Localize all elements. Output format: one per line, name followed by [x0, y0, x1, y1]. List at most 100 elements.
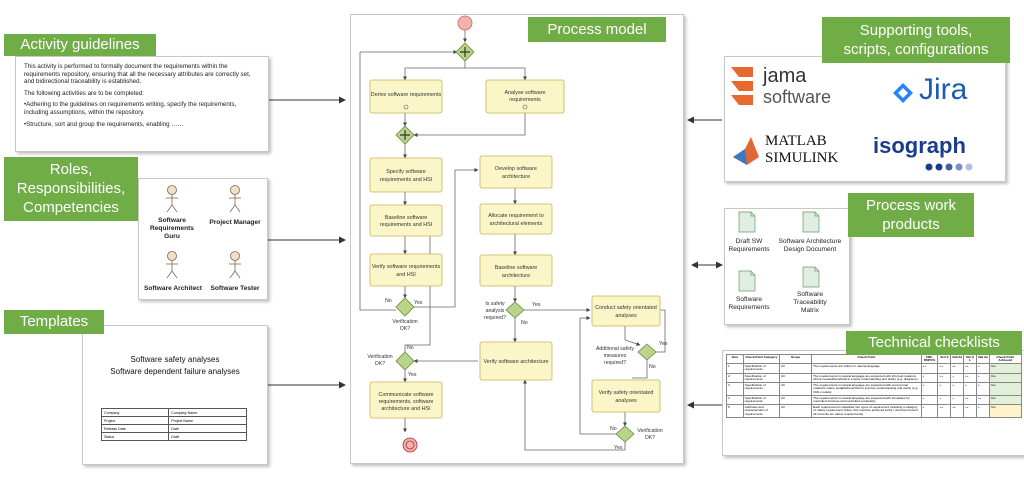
table-row: 2 Specification of requirements All The … — [726, 373, 1023, 384]
activity-verify-req — [369, 253, 443, 287]
roles-card: Software Requirements Guru Project Manag… — [138, 178, 268, 300]
supporting-tools-tag: Supporting tools, scripts, configuration… — [822, 17, 1010, 63]
table-cell: The requirements in natural language are… — [811, 373, 922, 384]
header-cell: Check Point Category — [742, 353, 781, 365]
flow-line — [413, 113, 526, 137]
table-cell: All — [779, 382, 813, 397]
table-cell: ++ — [963, 363, 977, 375]
activity-conduct-safety — [591, 295, 661, 327]
person-icon — [166, 185, 178, 213]
label-yes: Yes — [614, 445, 623, 451]
table-cell: ++ — [937, 373, 952, 384]
person-icon — [229, 185, 241, 213]
label-no: No — [385, 298, 392, 304]
table-cell: Yes — [988, 395, 1023, 406]
table-row: 5 Attributes and characteristics of requ… — [726, 404, 1023, 419]
work-products-tag: Process work products — [848, 193, 974, 237]
activity-develop-arch — [479, 155, 553, 189]
table-cell: + — [975, 363, 990, 375]
jama-wordmark-software: software — [763, 87, 832, 107]
table-cell: Yes — [988, 382, 1023, 397]
work-products-card: Draft SW Requirements Software Architect… — [724, 208, 850, 325]
activity-analyse — [485, 79, 565, 114]
decision-verification-2 — [395, 351, 415, 371]
roles-tag: Roles, Responsibilities, Competencies — [4, 157, 138, 221]
table-cell: + — [975, 404, 990, 419]
table-cell: All — [779, 373, 813, 384]
table-cell: + — [950, 373, 965, 384]
label-no: No — [610, 426, 617, 432]
fork-gateway — [455, 42, 475, 62]
table-cell: ++ — [963, 373, 977, 384]
activity-guidelines-tag: Activity guidelines — [4, 34, 156, 56]
table-cell: 4 — [726, 395, 744, 406]
work-product-label: Software Requirements — [728, 296, 770, 311]
decision-additional-measures — [637, 343, 657, 361]
label-yes: Yes — [659, 341, 668, 347]
header-cell: Check Point — [811, 353, 922, 365]
header-cell: Vali da — [950, 353, 965, 365]
label-yes: Yes — [414, 300, 423, 306]
isograph-wordmark: isograph — [873, 133, 966, 158]
table-cell: + — [920, 395, 939, 406]
join-gateway — [395, 125, 415, 145]
matlab-logo-icon — [733, 137, 759, 165]
activity-derive-label: Derive software requirements — [371, 92, 442, 98]
activity-communicate — [369, 381, 443, 419]
document-icon — [802, 266, 820, 288]
start-node — [457, 15, 473, 31]
flow-line — [624, 326, 641, 346]
activity-verify-arch-label: Verify software architecture — [483, 359, 548, 365]
label-yes: Yes — [408, 372, 417, 378]
role-label: Software Requirements Guru — [150, 217, 194, 240]
checklist-card: Item Check Point Category Scope Check Po… — [722, 350, 1024, 456]
jira-wordmark: Jira — [919, 73, 968, 106]
activity-baseline-arch — [479, 254, 553, 287]
table-cell: All — [779, 395, 813, 406]
simulink-wordmark: SIMULINK — [765, 150, 839, 166]
table-cell: Status — [100, 432, 170, 441]
label-yes: Yes — [532, 302, 541, 308]
label-no: No — [649, 364, 656, 370]
document-icon — [802, 211, 820, 233]
table-cell: + — [975, 382, 990, 397]
table-cell: The requirements in natural language are… — [811, 395, 922, 406]
guideline-paragraph-3: •Adhering to the guidelines on requireme… — [24, 101, 237, 116]
work-product-label: Software Traceability Matrix — [793, 291, 827, 314]
header-cell: Veri fi — [937, 353, 952, 365]
table-cell: + — [937, 395, 952, 406]
guideline-paragraph-1: This activity is performed to formally d… — [24, 63, 251, 86]
header-cell: Veri fi L — [963, 353, 977, 365]
table-cell: ++ — [950, 363, 965, 375]
flow-line — [403, 60, 466, 81]
table-cell: ++ — [975, 395, 990, 406]
table-cell: Specification of requirements — [742, 395, 781, 406]
person-icon — [229, 251, 241, 279]
header-cell: Item — [726, 353, 744, 365]
table-row: 3 Specification of requirements All The … — [726, 382, 1023, 397]
table-cell: + — [920, 373, 939, 384]
work-product-label: Software Architecture Design Document — [778, 238, 842, 253]
template-line-1: Software safety analyses — [130, 355, 220, 364]
jama-wordmark: jama — [763, 65, 807, 87]
activity-verify-arch — [479, 341, 553, 381]
table-cell: + — [975, 373, 990, 384]
flow-line — [632, 360, 648, 379]
activity-verify-safety — [591, 379, 661, 413]
table-cell: Each requirement is classified into type… — [811, 404, 922, 419]
table-cell: Specification of requirements — [742, 382, 781, 397]
checklist-table: Item Check Point Category Scope Check Po… — [726, 353, 1023, 419]
